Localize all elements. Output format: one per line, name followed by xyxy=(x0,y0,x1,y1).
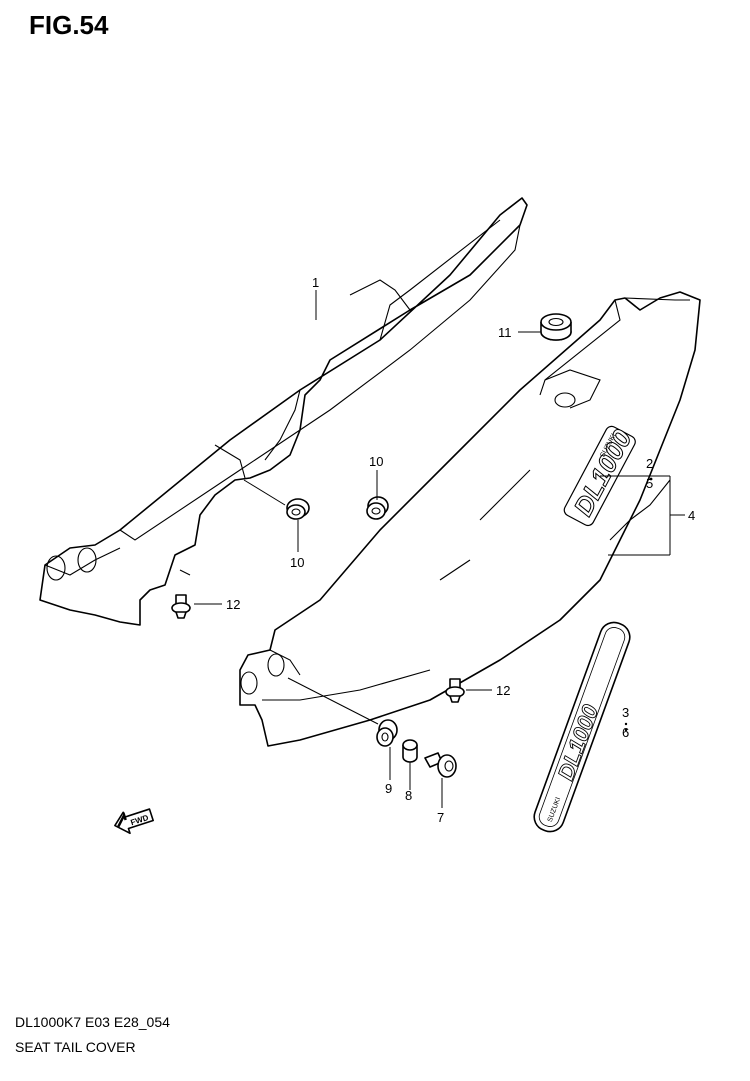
cushion-part-11[interactable] xyxy=(540,313,572,341)
diagram-name: SEAT TAIL COVER xyxy=(15,1039,136,1055)
callout-12a: 12 xyxy=(226,597,240,612)
grommet-part-9[interactable] xyxy=(376,719,398,747)
emblem-decal-part-3-6[interactable]: DL1000 SUZUKI xyxy=(530,619,633,836)
callout-8: 8 xyxy=(405,788,412,803)
grommet-part-10b[interactable] xyxy=(366,496,389,520)
leader-lines xyxy=(194,290,685,808)
callout-5: 5 xyxy=(646,476,653,491)
figure-title: FIG.54 xyxy=(29,10,109,40)
grommet-part-10a[interactable] xyxy=(286,498,310,520)
callout-10b: 10 xyxy=(290,555,304,570)
callout-2: 2 xyxy=(646,456,653,471)
callout-11: 11 xyxy=(498,325,512,340)
callout-3: 3 xyxy=(622,705,629,720)
collar-part-8[interactable] xyxy=(402,739,418,763)
callout-9: 9 xyxy=(385,781,392,796)
left-frame-cover-part-1[interactable] xyxy=(39,197,528,626)
callout-7: 7 xyxy=(437,810,444,825)
callout-10a: 10 xyxy=(369,454,383,469)
fastener-part-12b[interactable] xyxy=(445,678,465,703)
callout-12b: 12 xyxy=(496,683,510,698)
fastener-part-12a[interactable] xyxy=(171,594,191,619)
diagram-code: DL1000K7 E03 E28_054 xyxy=(15,1014,170,1030)
bolt-part-7[interactable] xyxy=(424,752,457,778)
callout-1: 1 xyxy=(312,275,319,290)
right-cover-part-4[interactable]: DL1000 SUZUKI xyxy=(239,291,701,747)
callout-4: 4 xyxy=(688,508,695,523)
callout-6: 6 xyxy=(622,725,629,740)
fwd-arrow-icon: FWD xyxy=(114,808,154,835)
